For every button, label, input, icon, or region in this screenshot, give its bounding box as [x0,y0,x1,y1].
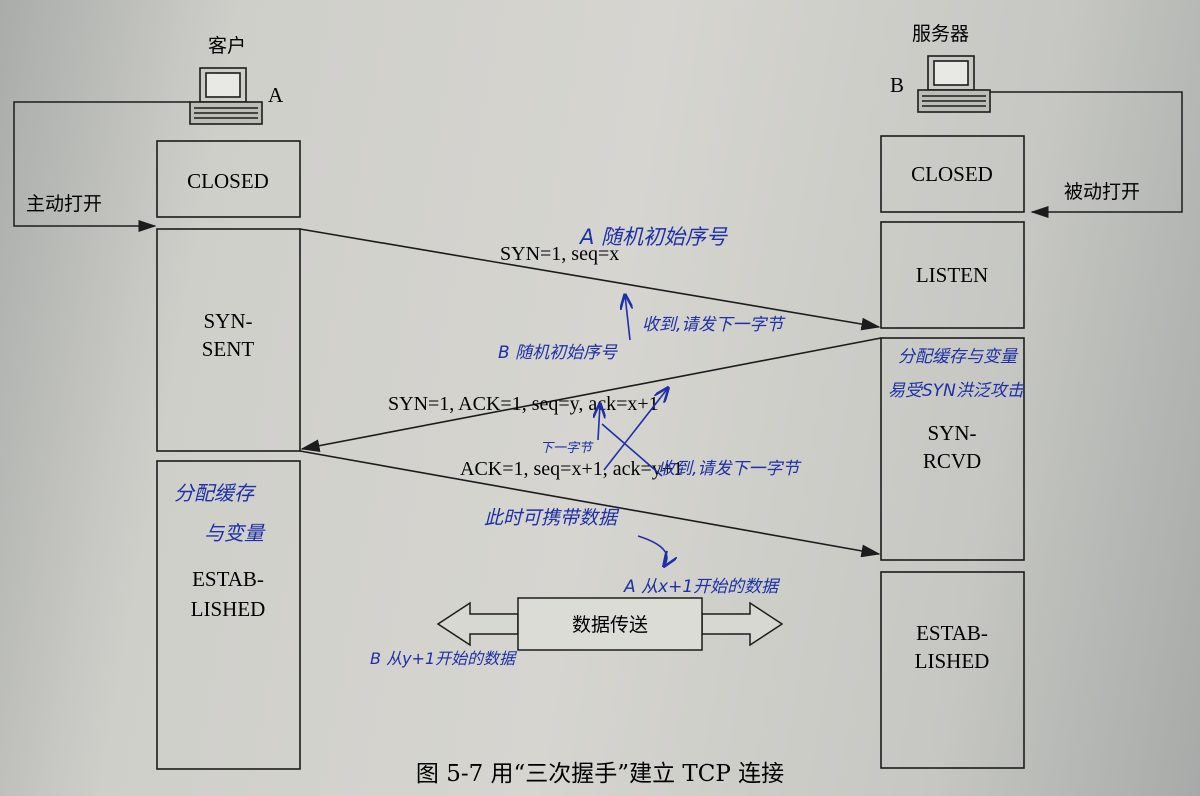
left-state-sent: SENT [202,337,255,361]
ack-arrow [299,450,881,558]
client-title: 客户 [208,35,246,57]
ack-label: ACK=1, seq=x+1, ack=y+1 [460,458,683,480]
right-state-syn: SYN- [927,421,976,445]
passive-open-line [990,91,1183,218]
right-syn-rcvd-box [880,337,1025,561]
right-state-listen: LISTEN [916,263,988,287]
note-b-from-y: B 从y+1开始的数据 [370,649,517,668]
right-closed-box [880,135,1025,213]
left-established-box [156,460,301,770]
synack-arrow [300,337,882,452]
left-state-lished: LISHED [191,597,266,621]
client-computer-icon [189,67,263,125]
note-can-carry-data: 此时可携带数据 [484,507,620,529]
right-established-box [880,571,1025,769]
active-open-line [13,101,190,232]
note-alloc-resources: 分配缓存与变量 [898,347,1019,367]
left-state-syn: SYN- [203,309,252,333]
data-transfer-box [517,597,703,651]
client-letter: A [268,83,284,107]
note-alloc-left-1: 分配缓存 [174,481,257,505]
synack-label: SYN=1, ACK=1, seq=y, ack=x+1 [388,393,659,415]
right-state-lished: LISHED [915,649,990,673]
figure-caption: 图 5-7 用“三次握手”建立 TCP 连接 [416,761,784,787]
handwritten-annotations: A 随机初始序号 B 随机初始序号 收到,请发下一字节 分配缓存与变量 易受SY… [174,225,1025,668]
note-a-random-seq: A 随机初始序号 [578,225,728,249]
note-arrow-up-y [598,404,600,441]
note-recv-expect: 收到,请发下一字节 [642,315,786,335]
note-syn-flood: 易受SYN洪泛攻击 [888,381,1025,401]
note-curve-arrow [637,535,667,566]
server-letter: B [890,73,904,97]
note-alloc-left-2: 与变量 [204,521,266,545]
syn-arrow [299,228,881,331]
active-open-label: 主动打开 [26,193,102,215]
note-cross-line [601,423,663,477]
note-arrow-up-x [625,295,630,341]
note-b-random-seq: B 随机初始序号 [498,343,618,363]
left-state-closed: CLOSED [187,169,269,193]
right-state-closed: CLOSED [911,162,993,186]
note-a-from-x: A 从x+1开始的数据 [623,577,781,597]
note-recv-next: 收到,请发下一字节 [658,459,802,479]
note-next-byte: 下一字节 [540,440,594,456]
syn-label: SYN=1, seq=x [500,243,619,265]
left-closed-box [156,140,301,218]
server-title: 服务器 [912,23,969,45]
left-syn-sent-box [156,228,301,452]
passive-open-label: 被动打开 [1064,181,1140,203]
note-cross-arrow [603,388,668,471]
right-listen-box [880,221,1025,329]
data-transfer-label: 数据传送 [572,614,648,636]
left-state-estab: ESTAB- [192,567,264,591]
right-state-estab: ESTAB- [916,621,988,645]
right-state-rcvd: RCVD [923,449,981,473]
server-computer-icon [917,55,991,113]
